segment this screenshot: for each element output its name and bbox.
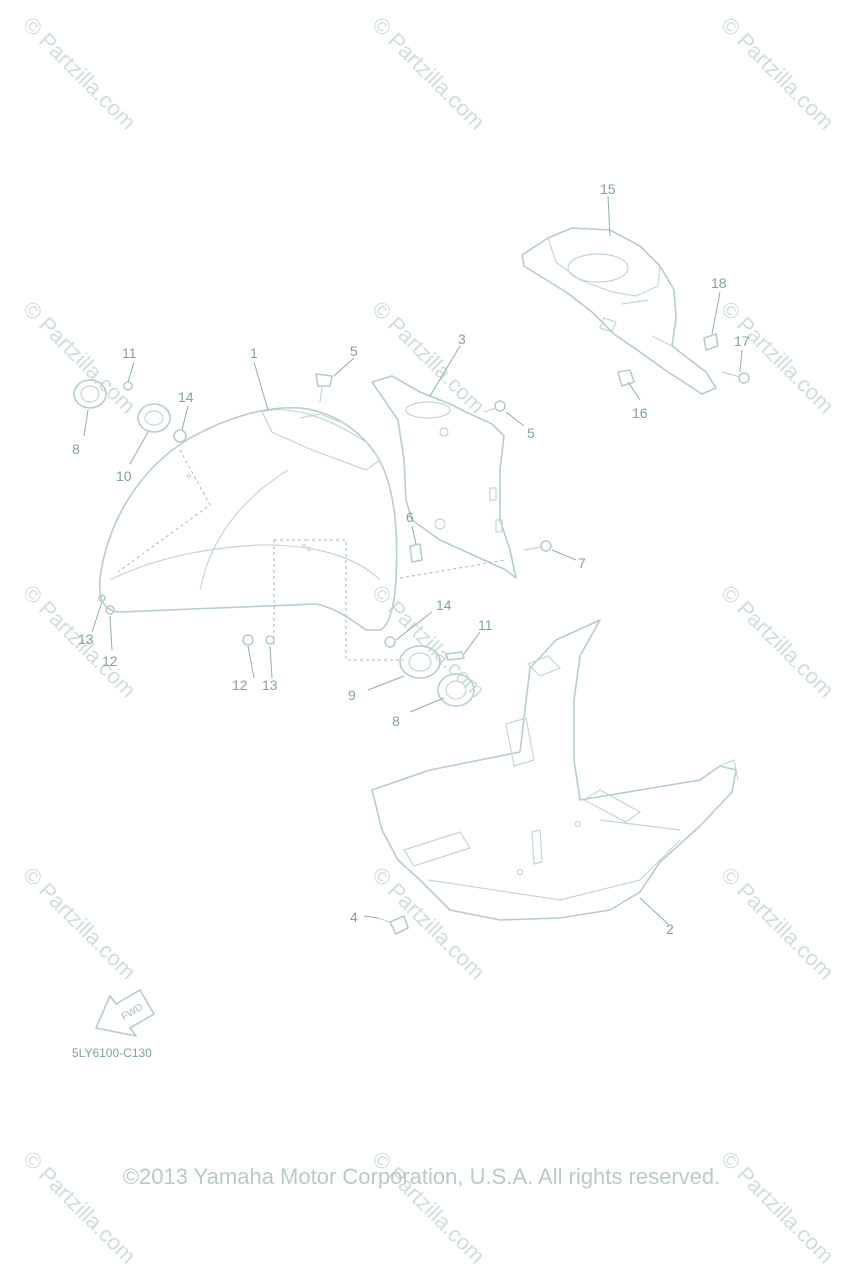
part-12-nut[interactable]	[242, 634, 254, 646]
part-13-washer[interactable]	[98, 594, 106, 602]
diagram-code: 5LY6100-C130	[72, 1046, 152, 1060]
fwd-label: FWD	[120, 1002, 145, 1023]
callout-10: 10	[116, 468, 132, 484]
callout-13: 13	[262, 677, 278, 693]
callout-15: 15	[600, 181, 616, 197]
callout-4: 4	[350, 909, 358, 925]
part-7-screw[interactable]	[523, 540, 552, 552]
callout-11: 11	[122, 345, 137, 361]
part-9-reflector[interactable]	[399, 645, 441, 679]
callout-6: 6	[406, 509, 414, 525]
part-4-bolt[interactable]	[377, 915, 409, 935]
callout-11: 11	[478, 617, 493, 633]
part-10-reflector[interactable]	[137, 403, 171, 433]
callout-8: 8	[72, 441, 80, 457]
part-11-screw[interactable]	[445, 651, 465, 661]
callout-8: 8	[392, 713, 400, 729]
part-5-bolt[interactable]	[315, 373, 333, 403]
install-line	[399, 559, 507, 579]
exploded-view: 15 18 17 16 1 5 3 5 6 7 11 14 8 10 14 11…	[72, 181, 750, 1037]
part-15-rear-cover[interactable]	[521, 227, 717, 395]
callout-14: 14	[178, 389, 194, 405]
copyright-notice: ©2013 Yamaha Motor Corporation, U.S.A. A…	[122, 1164, 721, 1189]
callout-5: 5	[527, 425, 535, 441]
callout-9: 9	[348, 687, 356, 703]
callout-12: 12	[232, 677, 248, 693]
callout-3: 3	[458, 331, 466, 347]
part-6-clip[interactable]	[409, 543, 423, 563]
callout-17: 17	[734, 333, 750, 349]
callout-5: 5	[350, 343, 358, 359]
part-14-nut[interactable]	[384, 636, 396, 648]
callout-13: 13	[78, 631, 94, 647]
leader-lines	[83, 195, 743, 925]
callout-16: 16	[632, 405, 648, 421]
parts-diagram: © Partzilla.com © Partzilla.com © Partzi…	[18, 12, 839, 1269]
part-13-washer[interactable]	[265, 635, 275, 645]
part-3-fender-bracket[interactable]	[371, 375, 517, 579]
part-1-front-fender[interactable]	[98, 406, 398, 646]
part-12-nut[interactable]	[105, 605, 115, 615]
part-11-screw[interactable]	[123, 381, 133, 391]
part-2-undercowl[interactable]	[371, 619, 739, 921]
part-18-grommet[interactable]	[703, 333, 719, 351]
callout-1: 1	[250, 345, 258, 361]
callout-2: 2	[666, 921, 674, 937]
part-17-screw[interactable]	[721, 371, 750, 384]
part-16-nut[interactable]	[617, 369, 635, 387]
part-14-nut[interactable]	[173, 429, 187, 443]
callout-12: 12	[102, 653, 118, 669]
part-8-grommet[interactable]	[437, 673, 475, 707]
callout-14: 14	[436, 597, 452, 613]
fwd-arrow-icon: FWD	[95, 989, 155, 1037]
callout-18: 18	[711, 275, 727, 291]
install-line	[306, 539, 404, 661]
part-8-grommet[interactable]	[73, 379, 107, 409]
part-5-bolt[interactable]	[483, 400, 506, 413]
callout-7: 7	[578, 555, 586, 571]
